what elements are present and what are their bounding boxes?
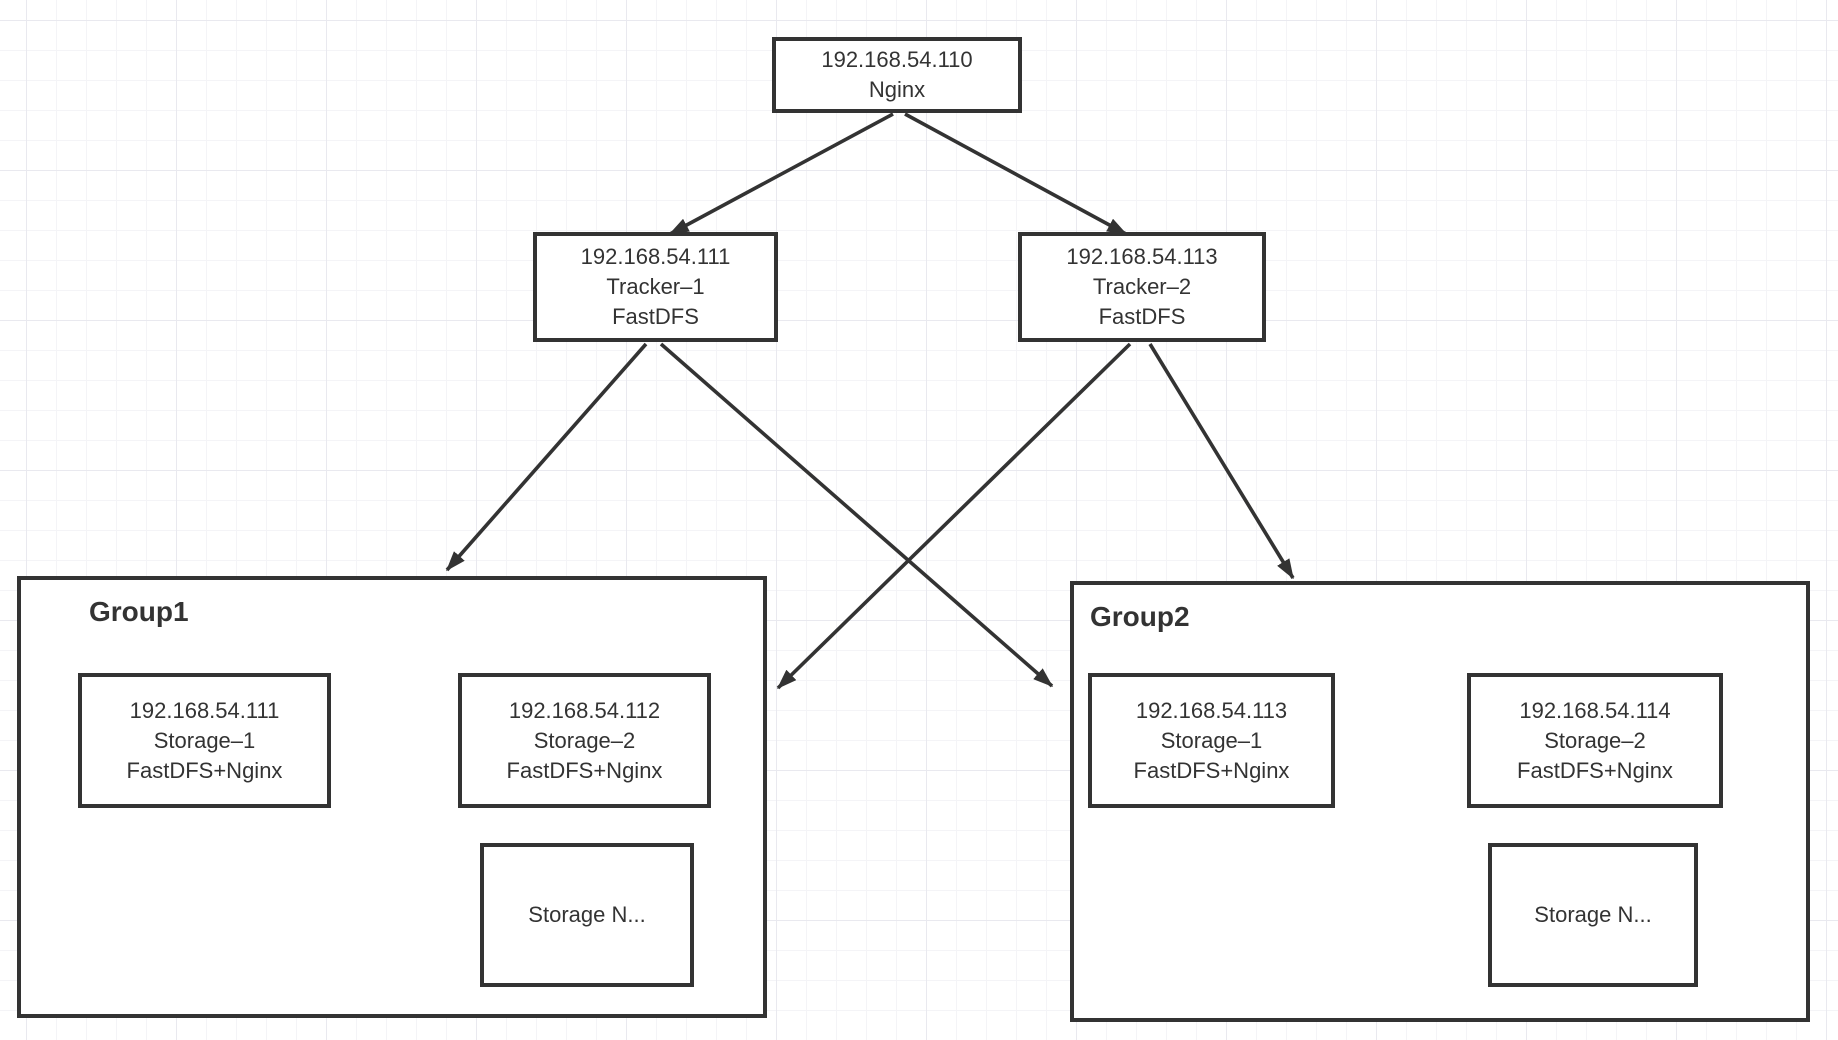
node-group1-storage-2-sw: FastDFS+Nginx (506, 757, 663, 783)
group1-title: Group1 (89, 596, 189, 627)
edge-tracker-1-to-group1[interactable] (445, 342, 648, 572)
node-group2-storage-2-role: Storage–2 (1544, 727, 1646, 753)
node-tracker-1-sw: FastDFS (612, 304, 699, 329)
edge-tracker-1-to-group2[interactable] (659, 342, 1054, 688)
node-group2-storage-n-label: Storage N... (1534, 902, 1652, 927)
node-group2-storage-2-ip: 192.168.54.114 (1519, 697, 1671, 723)
node-tracker-2-role: Tracker–2 (1092, 274, 1192, 299)
node-group1-storage-2[interactable]: 192.168.54.112 Storage–2 FastDFS+Nginx (458, 673, 711, 808)
edge-tracker-2-to-group1[interactable] (776, 342, 1132, 690)
group2-title: Group2 (1090, 601, 1190, 632)
node-tracker-2-ip: 192.168.54.113 (1066, 244, 1218, 269)
node-group2-storage-1-sw: FastDFS+Nginx (1133, 757, 1290, 783)
node-nginx-role: Nginx (868, 77, 926, 102)
node-tracker-1-role: Tracker–1 (606, 274, 705, 299)
edge-nginx-to-tracker-1[interactable] (668, 112, 894, 236)
node-group1-storage-1-ip: 192.168.54.111 (129, 697, 280, 723)
node-group2-storage-2-sw: FastDFS+Nginx (1517, 757, 1673, 783)
node-group2-storage-n[interactable]: Storage N... (1488, 843, 1698, 987)
node-nginx[interactable]: 192.168.54.110 Nginx (772, 37, 1022, 113)
node-tracker-2[interactable]: 192.168.54.113 Tracker–2 FastDFS (1018, 232, 1266, 342)
node-tracker-1[interactable]: 192.168.54.111 Tracker–1 FastDFS (533, 232, 778, 342)
node-group1-storage-2-role: Storage–2 (533, 727, 636, 753)
node-group2-storage-1-role: Storage–1 (1160, 727, 1263, 753)
node-group2-storage-2[interactable]: 192.168.54.114 Storage–2 FastDFS+Nginx (1467, 673, 1723, 808)
node-group1-storage-1-role: Storage–1 (153, 727, 256, 753)
node-group2-storage-1-ip: 192.168.54.113 (1135, 697, 1288, 723)
node-group1-storage-n-label: Storage N... (528, 902, 646, 927)
node-group2-storage-1[interactable]: 192.168.54.113 Storage–1 FastDFS+Nginx (1088, 673, 1335, 808)
node-group1-storage-1[interactable]: 192.168.54.111 Storage–1 FastDFS+Nginx (78, 673, 331, 808)
edge-nginx-to-tracker-2[interactable] (904, 112, 1128, 236)
node-tracker-2-sw: FastDFS (1098, 304, 1186, 329)
edge-tracker-2-to-group2[interactable] (1148, 343, 1295, 580)
node-group1-storage-n[interactable]: Storage N... (480, 843, 694, 987)
node-nginx-ip: 192.168.54.110 (821, 47, 973, 72)
node-group1-storage-1-sw: FastDFS+Nginx (126, 757, 283, 783)
node-tracker-1-ip: 192.168.54.111 (580, 244, 731, 269)
node-group1-storage-2-ip: 192.168.54.112 (508, 697, 661, 723)
